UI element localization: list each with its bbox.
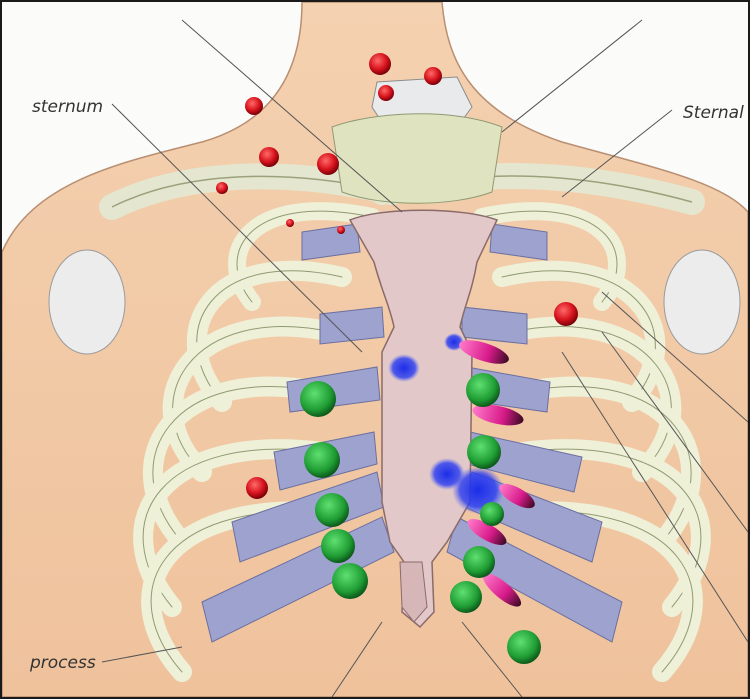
red-marker [317, 153, 339, 175]
green-marker [304, 442, 340, 478]
green-marker [321, 529, 355, 563]
red-marker [369, 53, 391, 75]
green-marker [332, 563, 368, 599]
green-marker [480, 502, 504, 526]
red-marker [554, 302, 578, 326]
green-marker [463, 546, 495, 578]
green-marker [300, 381, 336, 417]
green-marker [466, 373, 500, 407]
red-marker [378, 85, 394, 101]
red-marker [246, 477, 268, 499]
red-marker [286, 219, 294, 227]
upper-cartilage [332, 114, 502, 203]
left-shoulder-joint [49, 250, 125, 354]
green-marker [450, 581, 482, 613]
label-sternum: sternum [32, 97, 103, 117]
green-marker [467, 435, 501, 469]
red-marker [245, 97, 263, 115]
right-shoulder-joint [664, 250, 740, 354]
label-sternal: Sternal [683, 103, 744, 123]
red-marker [259, 147, 279, 167]
label-process: process [29, 653, 96, 673]
green-marker [315, 493, 349, 527]
red-marker [216, 182, 228, 194]
red-marker [424, 67, 442, 85]
blue-marker [388, 354, 420, 382]
red-marker [337, 226, 345, 234]
green-marker [507, 630, 541, 664]
